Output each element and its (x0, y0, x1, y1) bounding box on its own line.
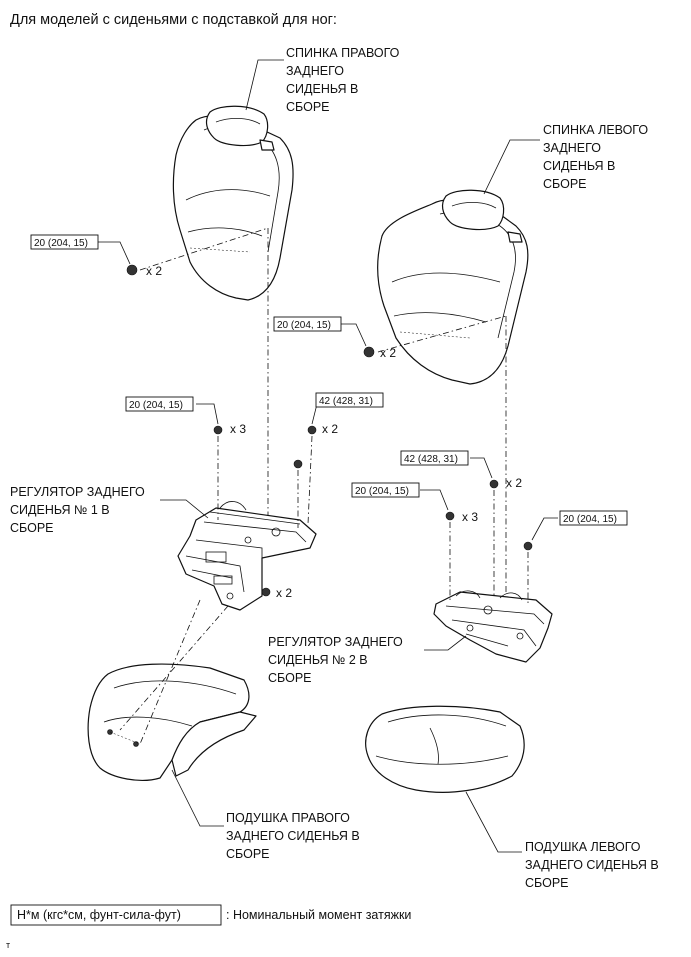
svg-text:20 (204, 15): 20 (204, 15) (563, 514, 617, 525)
torque-box: 20 (204, 15) (351, 482, 420, 498)
adjuster-2-drawing (433, 590, 553, 663)
svg-text:20 (204, 15): 20 (204, 15) (34, 238, 88, 249)
torque-box: 42 (428, 31) (400, 450, 469, 466)
label-adjuster-1: РЕГУЛЯТОР ЗАДНЕГО СИДЕНЬЯ № 1 В СБОРЕ (10, 485, 145, 535)
header-title: Для моделей с сиденьями с подставкой для… (10, 12, 337, 28)
svg-text:СБОРЕ: СБОРЕ (226, 847, 270, 861)
leader-lines (98, 59, 558, 853)
label-rh-seatback: СПИНКА ПРАВОГО ЗАДНЕГО СИДЕНЬЯ В СБОРЕ (286, 46, 400, 114)
legend-units: Н*м (кгс*см, фунт-сила-фут) (17, 908, 181, 922)
bolt-icon (307, 425, 317, 435)
footer-mark: т (6, 940, 10, 950)
svg-text:СИДЕНЬЯ В: СИДЕНЬЯ В (286, 82, 358, 96)
svg-text:ПОДУШКА ПРАВОГО: ПОДУШКА ПРАВОГО (226, 811, 350, 825)
fasteners (126, 264, 533, 597)
label-lh-seatback: СПИНКА ЛЕВОГО ЗАДНЕГО СИДЕНЬЯ В СБОРЕ (543, 123, 648, 191)
svg-text:СБОРЕ: СБОРЕ (286, 100, 330, 114)
svg-text:СИДЕНЬЯ В: СИДЕНЬЯ В (543, 159, 615, 173)
legend: Н*м (кгс*см, фунт-сила-фут) : Номинальны… (10, 904, 411, 926)
nut-icon (261, 587, 271, 597)
svg-text:42 (428, 31): 42 (428, 31) (319, 396, 373, 407)
torque-box: 20 (204, 15) (30, 234, 99, 250)
quantity-mark: x 2 (146, 264, 162, 278)
bolt-icon (293, 459, 303, 469)
torque-box: 20 (204, 15) (125, 396, 194, 412)
nut-icon (363, 346, 375, 358)
torque-box: 20 (204, 15) (559, 510, 628, 526)
nut-icon (126, 264, 138, 276)
adjuster-1-drawing (177, 501, 317, 611)
bolt-icon (489, 479, 499, 489)
quantity-mark: x 3 (230, 422, 246, 436)
svg-text:ЗАДНЕГО СИДЕНЬЯ В: ЗАДНЕГО СИДЕНЬЯ В (226, 829, 360, 843)
lh-seatback-drawing (377, 189, 529, 385)
svg-text:СПИНКА ЛЕВОГО: СПИНКА ЛЕВОГО (543, 123, 648, 137)
torque-box: 42 (428, 31) (315, 392, 384, 408)
bolt-icon (213, 425, 223, 435)
svg-text:42 (428, 31): 42 (428, 31) (404, 454, 458, 465)
legend-text: : Номинальный момент затяжки (226, 908, 411, 922)
rh-cushion-drawing (87, 663, 257, 781)
nut-icon (523, 541, 533, 551)
assembly-lines (119, 227, 529, 745)
svg-text:ПОДУШКА ЛЕВОГО: ПОДУШКА ЛЕВОГО (525, 840, 641, 854)
svg-text:СБОРЕ: СБОРЕ (525, 876, 569, 890)
quantity-mark: x 2 (276, 586, 292, 600)
svg-text:ЗАДНЕГО: ЗАДНЕГО (286, 64, 344, 78)
svg-text:20 (204, 15): 20 (204, 15) (355, 486, 409, 497)
label-rh-cushion: ПОДУШКА ПРАВОГО ЗАДНЕГО СИДЕНЬЯ В СБОРЕ (226, 811, 360, 861)
svg-text:СИДЕНЬЯ № 1 В: СИДЕНЬЯ № 1 В (10, 503, 110, 517)
svg-text:СИДЕНЬЯ № 2 В: СИДЕНЬЯ № 2 В (268, 653, 368, 667)
svg-text:20 (204, 15): 20 (204, 15) (129, 400, 183, 411)
quantity-mark: x 2 (506, 476, 522, 490)
label-lh-cushion: ПОДУШКА ЛЕВОГО ЗАДНЕГО СИДЕНЬЯ В СБОРЕ (525, 840, 659, 890)
torque-box: 20 (204, 15) (273, 316, 342, 332)
svg-text:СПИНКА ПРАВОГО: СПИНКА ПРАВОГО (286, 46, 400, 60)
svg-text:ЗАДНЕГО СИДЕНЬЯ В: ЗАДНЕГО СИДЕНЬЯ В (525, 858, 659, 872)
svg-text:РЕГУЛЯТОР ЗАДНЕГО: РЕГУЛЯТОР ЗАДНЕГО (10, 485, 145, 499)
label-adjuster-2: РЕГУЛЯТОР ЗАДНЕГО СИДЕНЬЯ № 2 В СБОРЕ (268, 635, 403, 685)
svg-text:20 (204, 15): 20 (204, 15) (277, 320, 331, 331)
svg-text:СБОРЕ: СБОРЕ (543, 177, 587, 191)
quantity-mark: x 2 (380, 346, 396, 360)
quantity-mark: x 3 (462, 510, 478, 524)
svg-text:СБОРЕ: СБОРЕ (268, 671, 312, 685)
rh-seatback-drawing (172, 105, 294, 301)
svg-text:РЕГУЛЯТОР ЗАДНЕГО: РЕГУЛЯТОР ЗАДНЕГО (268, 635, 403, 649)
bolt-icon (445, 511, 455, 521)
svg-text:СБОРЕ: СБОРЕ (10, 521, 54, 535)
svg-text:ЗАДНЕГО: ЗАДНЕГО (543, 141, 601, 155)
quantity-mark: x 2 (322, 422, 338, 436)
lh-cushion-drawing (365, 705, 525, 793)
